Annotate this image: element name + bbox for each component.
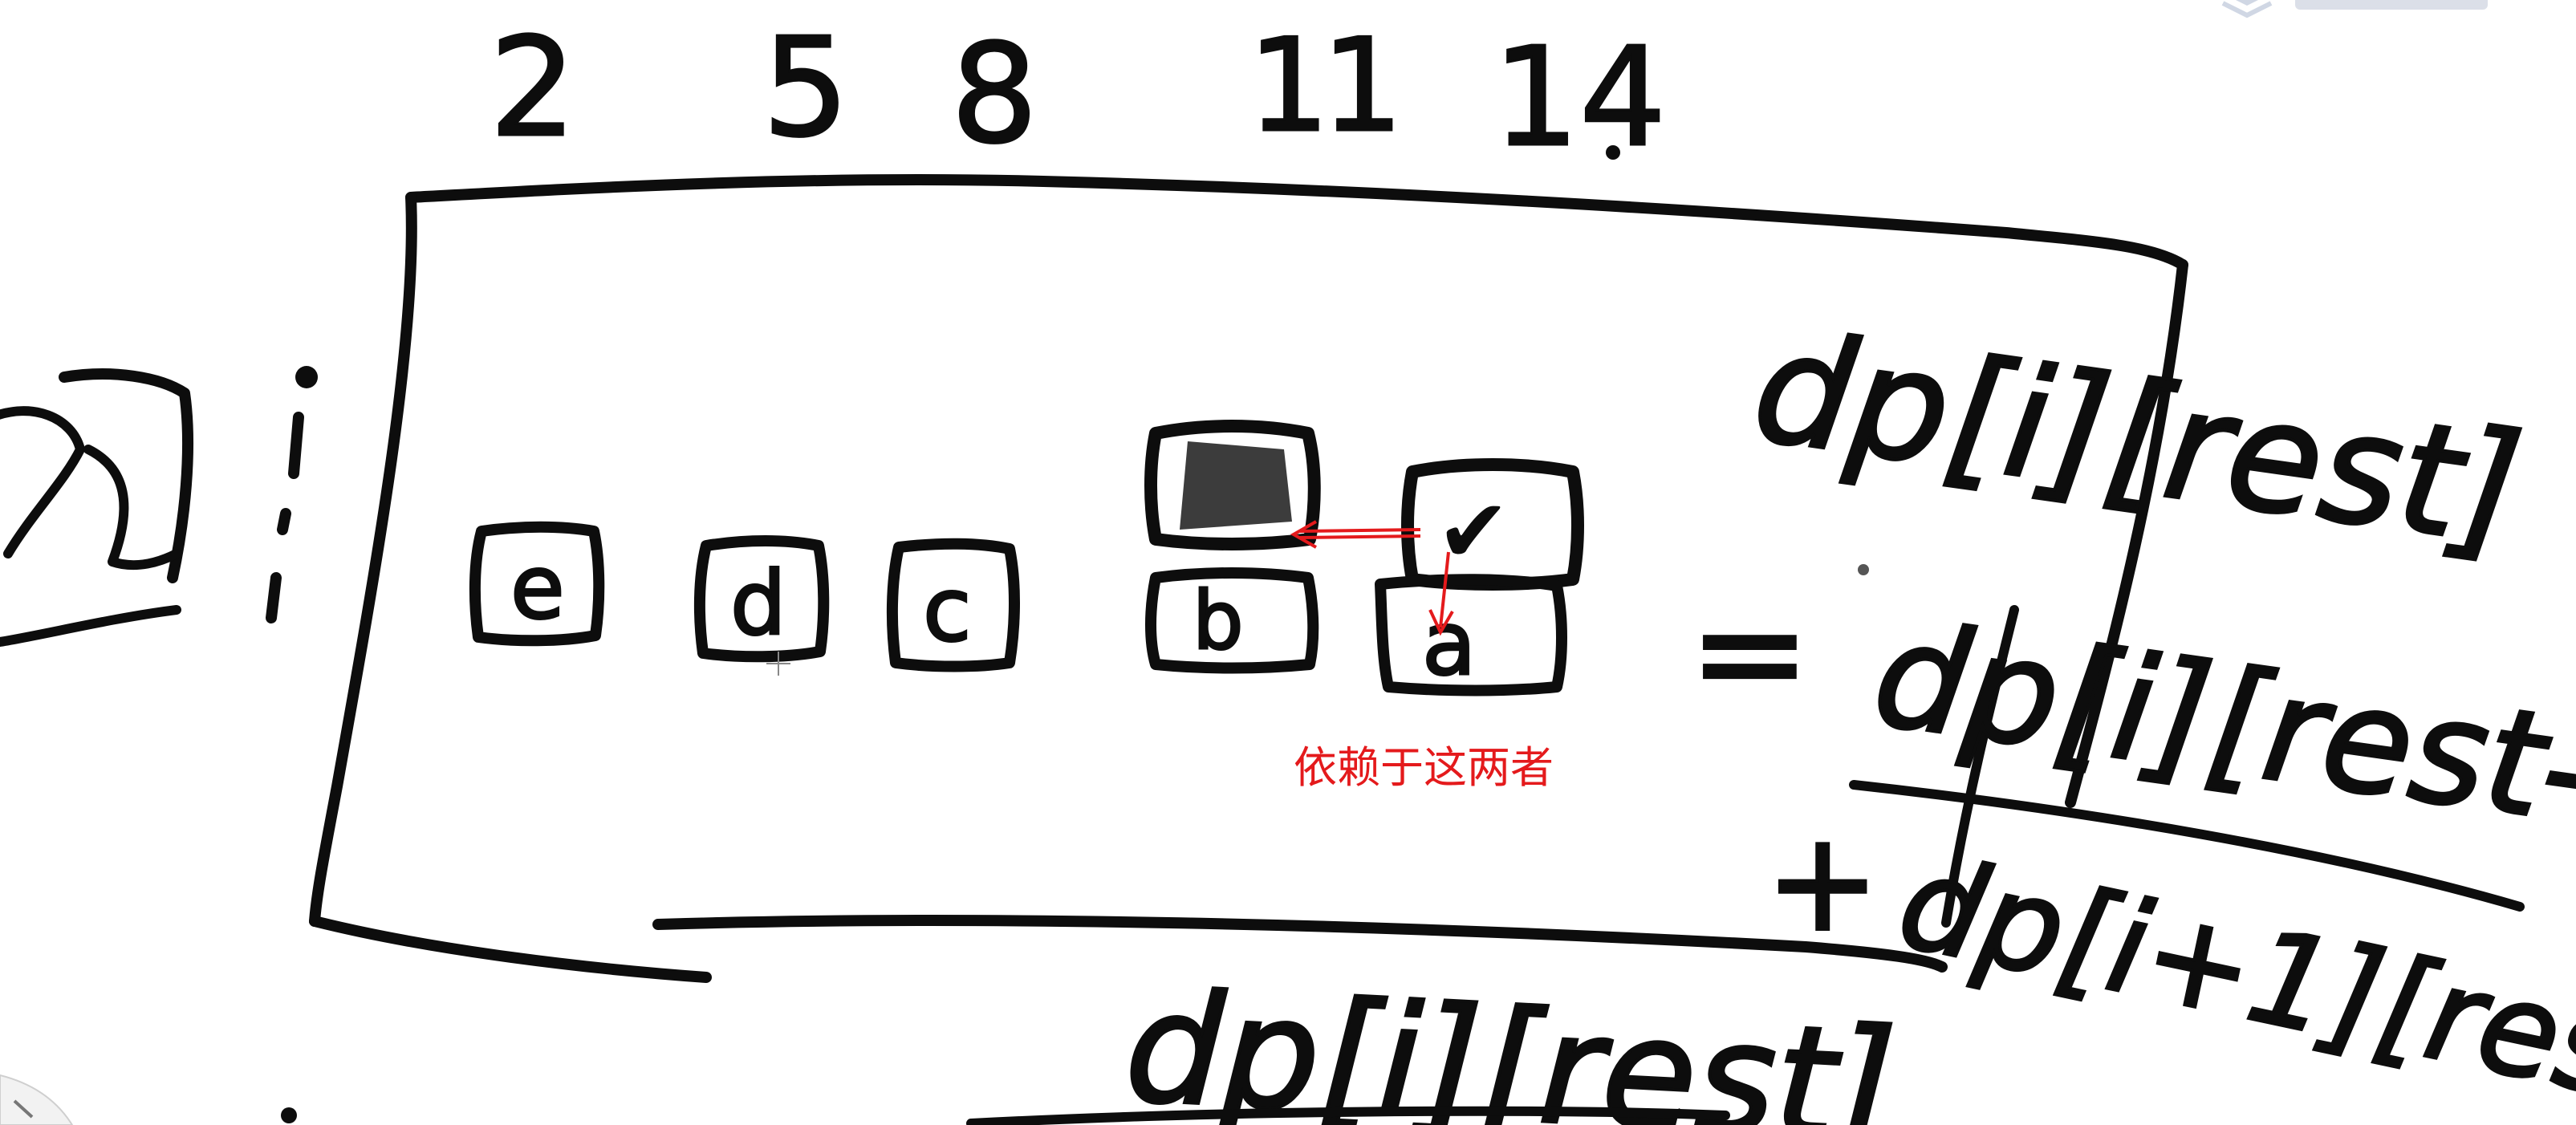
cell-row: e d c b ✔ a <box>469 420 1584 697</box>
arrow-down-icon <box>1439 551 1450 628</box>
annotation-depends-on-both: 依赖于这两者 <box>1294 742 1554 793</box>
row-label-i: i <box>0 0 318 623</box>
number-5: 5 <box>762 9 849 168</box>
stray-marks <box>281 145 1869 1123</box>
number-8: 8 <box>951 15 1038 174</box>
cell-d: d <box>693 535 830 663</box>
svg-text:c: c <box>923 558 971 661</box>
formula-term2: dp[i+1][rest] <box>1887 826 2576 1125</box>
number-14: 14 <box>1493 18 1666 177</box>
arrow-left-icon <box>1299 528 1421 533</box>
svg-text:e: e <box>510 536 565 639</box>
number-2: 2 <box>490 9 576 168</box>
cell-a-stack: ✔ a <box>1375 458 1584 697</box>
row-label-i-text: i <box>0 0 1 1</box>
formula-bottom: dp[i][rest] <box>1122 958 1899 1125</box>
number-11: 11 <box>1248 10 1396 160</box>
cell-e: e <box>469 521 605 647</box>
cutoff-glyph-left <box>0 368 193 647</box>
cell-b-stack: b <box>1144 420 1321 674</box>
cursor-crosshair-icon <box>766 652 790 676</box>
svg-text:a: a <box>1422 592 1476 695</box>
table-outline <box>309 174 2188 983</box>
formula-plus: + <box>1765 803 1879 962</box>
cell-c: c <box>886 538 1020 672</box>
dependency-arrows <box>1290 520 1454 636</box>
tencent-classroom-logo-icon <box>2221 0 2488 18</box>
pen-tool-icon[interactable] <box>0 1074 74 1125</box>
formula-equals: = <box>1689 569 1810 737</box>
svg-text:b: b <box>1193 574 1243 668</box>
top-axis-numbers: 2 5 8 11 14 <box>489 8 1668 179</box>
svg-text:d: d <box>730 552 786 655</box>
check-mark-icon: ✔ <box>1436 480 1510 583</box>
